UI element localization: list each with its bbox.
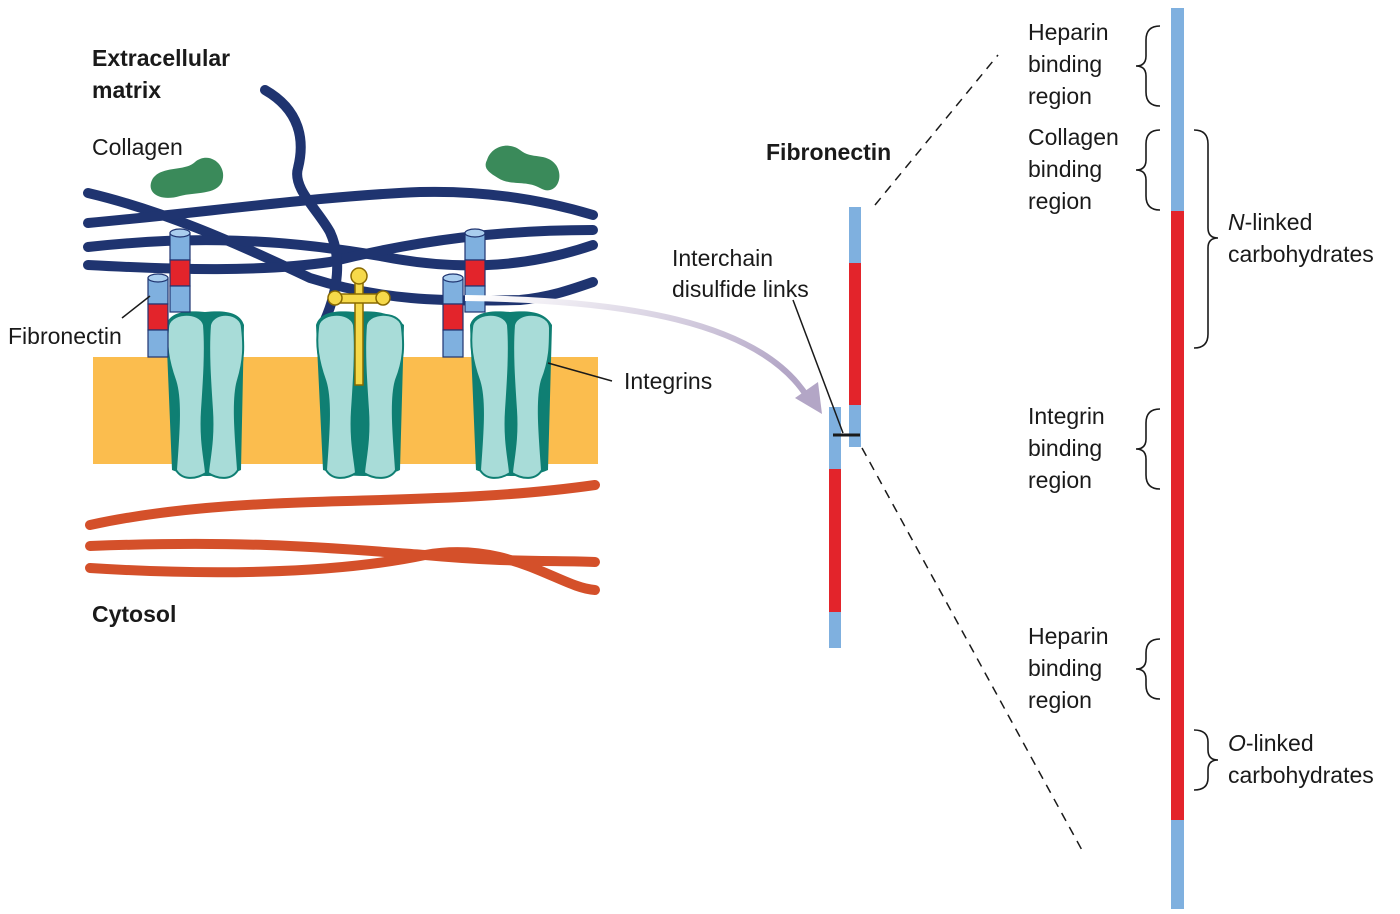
heparin-top-line-2: binding [1028,51,1102,77]
integrin-left [166,311,245,479]
interchain-label-2: disulfide links [672,276,809,302]
magnify-arrow-head [795,382,822,414]
extracellular-matrix-label-1: Extracellular [92,45,230,71]
fibronectin-chain-expanded [1171,8,1184,909]
fibronectin-chain-upper [849,207,861,447]
cross-marker [327,267,391,386]
fibronectin-cylinder-2 [169,228,191,313]
heparin-bottom-line-2: binding [1028,655,1102,681]
n-linked-suffix: -linked [1245,209,1313,235]
heparin-top-brace [1135,25,1161,107]
heparin-bottom-brace [1135,638,1161,700]
integrins-label: Integrins [624,368,712,394]
integrin-binding-label: Integrin binding region [1028,403,1105,493]
integrin-binding-line-2: binding [1028,435,1102,461]
heparin-top-line-3: region [1028,83,1092,109]
extracellular-matrix-label-2: matrix [92,77,161,103]
zoom-line-top [874,54,999,206]
collagen-binding-line-1: Collagen [1028,124,1119,150]
fibronectin-leader [121,295,151,319]
o-linked-line-2: carbohydrates [1228,762,1374,788]
fibronectin-chain-lower [829,407,841,648]
fibronectin-label-left: Fibronectin [8,323,122,349]
collagen-binding-line-2: binding [1028,156,1102,182]
zoom-line-bottom [861,447,1084,853]
fibronectin-title: Fibronectin [766,139,891,165]
cytosol-label: Cytosol [92,601,176,627]
collagen-label: Collagen [92,134,183,160]
collagen-blob-right [485,145,560,191]
n-linked-prefix: N [1228,209,1245,235]
integrin-binding-line-3: region [1028,467,1092,493]
interchain-label-1: Interchain [672,245,773,271]
collagen-binding-line-3: region [1028,188,1092,214]
collagen-binding-label: Collagen binding region [1028,124,1119,214]
heparin-bottom-line-1: Heparin [1028,623,1109,649]
integrin-binding-brace [1135,408,1161,490]
heparin-bottom-line-3: region [1028,687,1092,713]
n-linked-line-2: carbohydrates [1228,241,1374,267]
integrins-leader [547,362,613,382]
cytoskeleton-fibers [85,480,600,595]
integrin-middle [316,311,405,479]
integrin-binding-line-1: Integrin [1028,403,1105,429]
collagen-blob-left [150,157,224,198]
heparin-top-line-1: Heparin [1028,19,1109,45]
fibronectin-cylinder-1 [147,273,169,358]
fibronectin-cylinder-4 [464,228,486,313]
disulfide-leader [792,299,844,434]
heparin-top-label: Heparin binding region [1028,19,1109,109]
n-linked-label: N-linked [1228,209,1312,235]
magnify-arrow [464,295,811,400]
n-linked-brace [1193,129,1219,349]
o-linked-brace [1193,729,1219,791]
o-linked-prefix: O [1228,730,1246,756]
o-linked-label: O-linked [1228,730,1314,756]
o-linked-suffix: -linked [1246,730,1314,756]
integrin-right [470,311,552,479]
heparin-bottom-label: Heparin binding region [1028,623,1109,713]
fibronectin-cylinder-3 [442,273,464,358]
collagen-binding-brace [1135,129,1161,211]
